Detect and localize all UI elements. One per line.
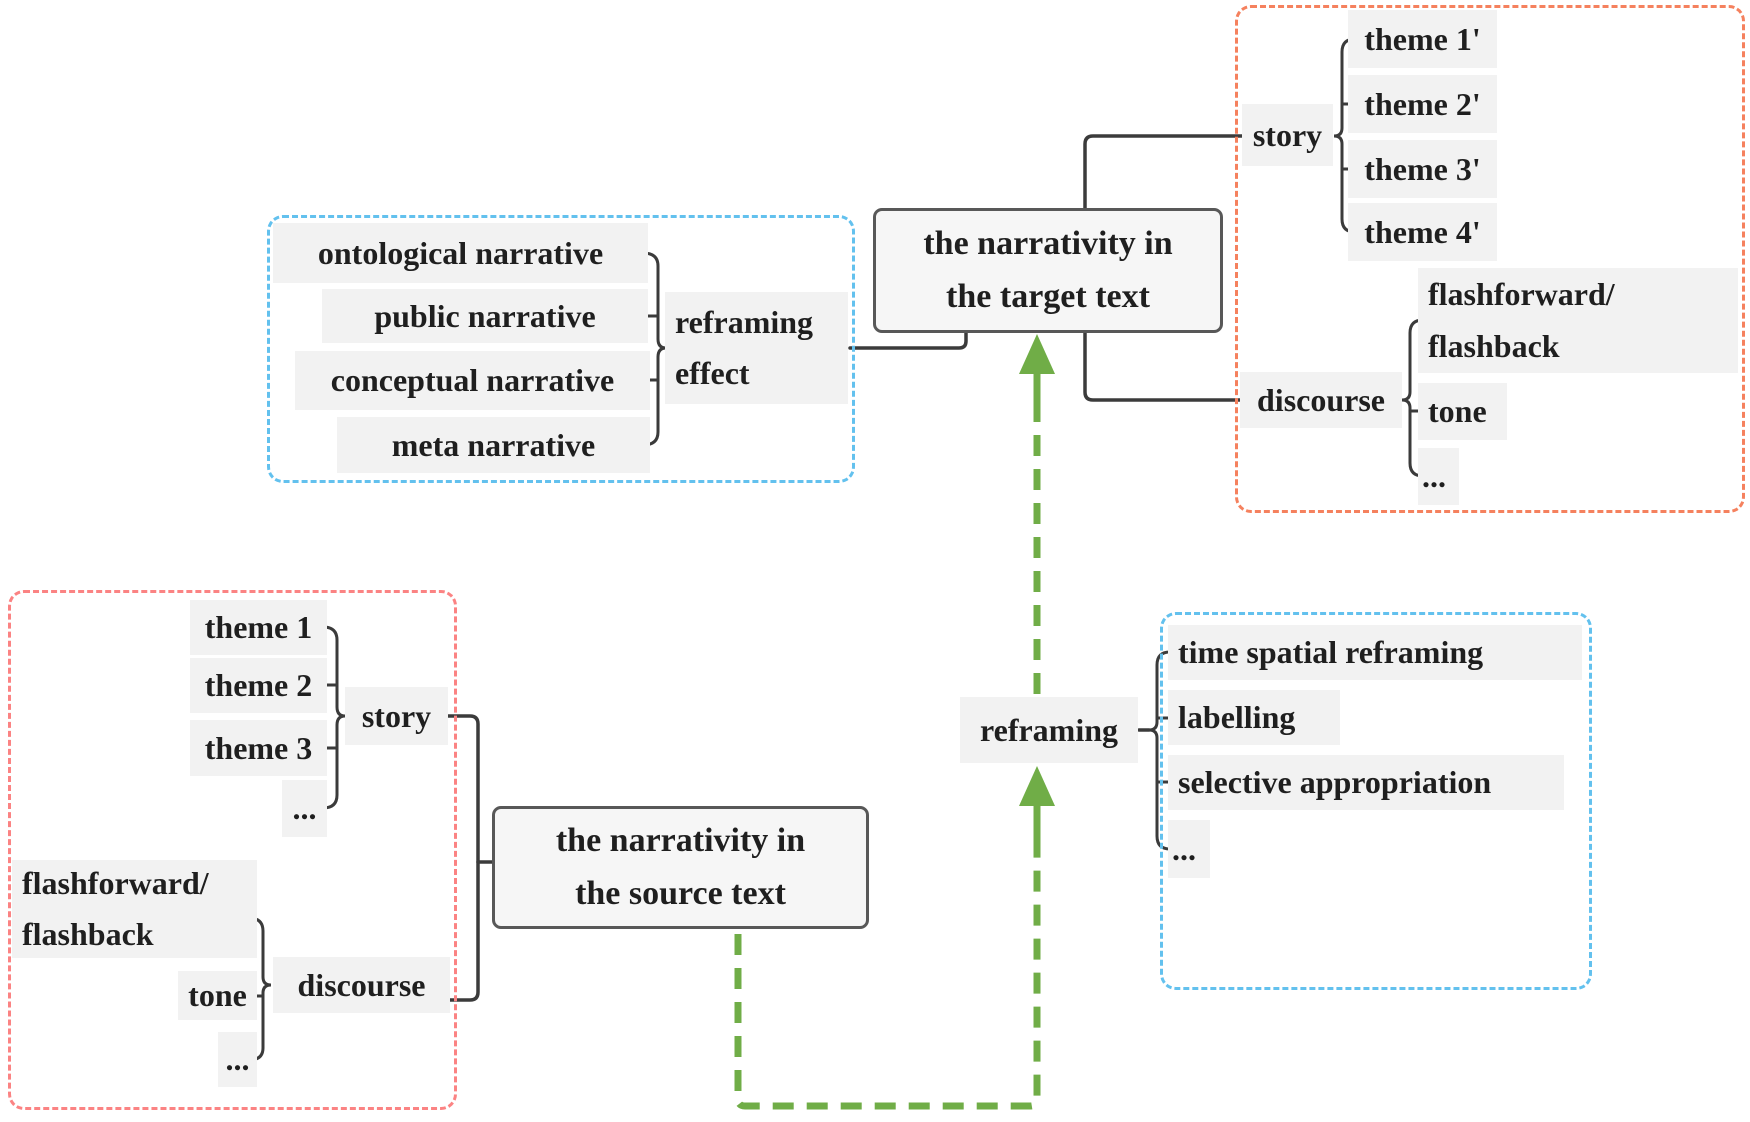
target-story-label: story xyxy=(1242,104,1333,166)
source-box-line1: the narrativity in xyxy=(555,821,806,859)
source-ellipsis-label: ... xyxy=(218,1032,257,1087)
labelling-label: labelling xyxy=(1168,690,1340,745)
source-narrativity-box: the narrativity in the source text xyxy=(492,806,869,929)
target-flashforward-flashback-label: flashforward/ flashback xyxy=(1418,268,1738,373)
strategies-ellipsis-label: ... xyxy=(1168,820,1210,878)
source-tone-label: tone xyxy=(178,971,257,1020)
selective-appropriation-label: selective appropriation xyxy=(1168,755,1564,810)
reframing-label: reframing xyxy=(960,697,1138,763)
target-box-line1: the narrativity in xyxy=(923,224,1173,262)
narrative-types-panel xyxy=(267,215,855,483)
source-theme-2-label: theme 2 xyxy=(190,658,327,713)
source-tree-panel xyxy=(8,590,457,1110)
conceptual-narrative-label: conceptual narrative xyxy=(295,351,650,410)
target-theme-3-label: theme 3' xyxy=(1348,140,1497,198)
target-discourse-bracket xyxy=(1401,318,1425,478)
green-arrowhead-to-reframing xyxy=(1019,766,1055,806)
connector-story-discourse-to-source xyxy=(446,714,480,1002)
time-spatial-reframing-label: time spatial reframing xyxy=(1168,625,1582,680)
reframing-arrow xyxy=(734,334,1055,1110)
source-themes-ellipsis-label: ... xyxy=(282,780,327,837)
green-arrowhead-to-target xyxy=(1019,334,1055,374)
public-narrative-label: public narrative xyxy=(322,289,648,343)
source-flash-line1: flashforward/ xyxy=(22,864,209,901)
target-flash-line1: flashforward/ xyxy=(1428,276,1615,313)
target-tone-label: tone xyxy=(1418,383,1507,440)
connector-reframing-effect-to-target xyxy=(848,327,968,350)
source-theme-3-label: theme 3 xyxy=(190,720,327,776)
source-story-label: story xyxy=(345,687,448,745)
target-box-line2: the target text xyxy=(946,277,1150,315)
target-tree-panel xyxy=(1235,5,1745,513)
reframing-strategies-panel xyxy=(1160,612,1592,990)
target-narrativity-box: the narrativity in the target text xyxy=(873,208,1223,333)
reframing-strategies-bracket xyxy=(1148,650,1172,851)
reframing-effect-label: reframing effect xyxy=(665,292,848,404)
green-dashed-elbow xyxy=(734,846,1041,1110)
connector-target-to-discourse xyxy=(1083,324,1242,402)
target-ellipsis-label: ... xyxy=(1418,448,1459,505)
meta-narrative-label: meta narrative xyxy=(337,417,650,473)
target-story-bracket xyxy=(1333,37,1357,234)
ontological-narrative-label: ontological narrative xyxy=(273,223,648,283)
target-theme-4-label: theme 4' xyxy=(1348,203,1497,261)
source-box-line2: the source text xyxy=(575,874,786,912)
source-flash-line2: flashback xyxy=(22,916,154,952)
connector-target-to-story xyxy=(1083,134,1244,211)
source-discourse-bracket xyxy=(247,916,272,1062)
source-discourse-label: discourse xyxy=(273,957,450,1013)
target-discourse-label: discourse xyxy=(1240,372,1402,428)
source-theme-1-label: theme 1 xyxy=(190,600,327,655)
source-flashforward-flashback-label: flashforward/ flashback xyxy=(12,860,257,958)
target-theme-1-label: theme 1' xyxy=(1348,10,1497,68)
target-flash-line2: flashback xyxy=(1428,327,1560,364)
reframing-effect-line2: effect xyxy=(675,355,750,391)
reframing-effect-line1: reframing xyxy=(675,303,814,340)
target-theme-2-label: theme 2' xyxy=(1348,75,1497,133)
